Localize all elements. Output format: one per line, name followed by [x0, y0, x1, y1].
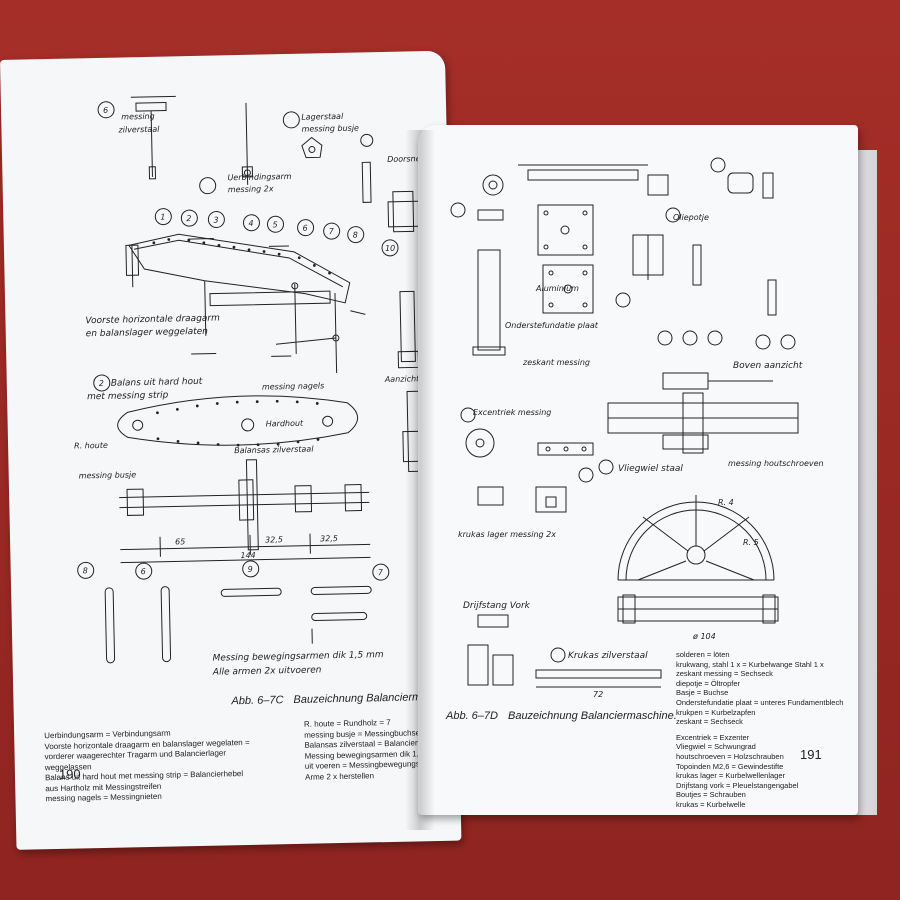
label-excentriek: Excentriek messing — [473, 408, 551, 417]
label-bewegingsarmen-1: Messing bewegingsarmen dik 1,5 mm — [212, 650, 383, 664]
right-technical-drawing: Aluminium Onderstefundatie plaat Oliepot… — [450, 157, 824, 699]
glossary-line: Basje = Buchse — [676, 688, 729, 698]
label-messing-houtschroeven: messing houtschroeven — [728, 459, 824, 468]
label-doorsnede: Doorsnede A-A — [387, 154, 447, 164]
right-caption-label: Abb. 6–7D — [446, 710, 498, 722]
left-caption-label: Abb. 6–7C — [231, 694, 284, 708]
dim-r4: R. 4 — [718, 498, 734, 507]
label-draagarm-2: en balanslager weggelaten — [86, 327, 209, 340]
book-gutter — [405, 130, 435, 830]
label-onderstefundatie: Onderstefundatie plaat — [505, 321, 599, 330]
part-number: 4 — [248, 219, 253, 228]
right-figure-caption: Abb. 6–7D Bauzeichnung Balanciermaschine. — [446, 710, 677, 722]
dim-32-5-b: 32,5 — [320, 534, 338, 543]
glossary-line: krukas = Kurbelwelle — [676, 799, 746, 809]
label-balans-1: Balans uit hard hout — [111, 377, 203, 389]
label-messing-busje-2: messing busje — [79, 470, 137, 480]
dim-32-5-a: 32,5 — [265, 535, 283, 544]
label-balans-2: met messing strip — [87, 391, 169, 403]
glossary-line: krukwang, stahl 1 x = Kurbelwange Stahl … — [676, 659, 824, 669]
left-page-number: 190 — [58, 766, 81, 782]
label-vliegwiel: Vliegwiel staal — [618, 464, 683, 474]
part-number: 2 — [186, 214, 191, 223]
label-r-houte: R. houte — [74, 441, 108, 451]
glossary-line: krukpen = Kurbelzapfen — [676, 707, 756, 717]
part-number: 6 — [103, 106, 108, 115]
part-number: 8 — [353, 231, 358, 240]
glossary-line: Topoinden M2,6 = Gewindestifte — [676, 761, 784, 771]
glossary-line: diepotje = Öltropfer — [676, 678, 740, 688]
dim-104: ø 104 — [692, 632, 716, 641]
label-bewegingsarmen-2: Alle armen 2x uitvoeren — [212, 665, 322, 677]
glossary-line: Onderstefundatie plaat = unteres Fundame… — [676, 697, 844, 707]
part-number: 6 — [141, 567, 146, 576]
label-oliepotje: Oliepotje — [673, 213, 709, 222]
label-hardhout: Hardhout — [266, 419, 305, 429]
dim-72: 72 — [593, 690, 603, 699]
label-messing-nagels: messing nagels — [262, 381, 325, 391]
label-drijfstang: Drijfstang Vork — [463, 601, 531, 611]
part-number: 8 — [83, 566, 88, 575]
label-zeskant: zeskant messing — [522, 358, 590, 367]
glossary-line: zeskant = Sechseck — [676, 717, 743, 727]
part-number: 3 — [213, 215, 218, 224]
part-number: 9 — [248, 565, 253, 574]
left-glossary-col1: Uerbindungsarm = Verbindungsarm Voorste … — [44, 726, 295, 805]
label-lagerstaal: Lagerstaal — [301, 112, 344, 122]
part-number: 1 — [160, 213, 165, 222]
glossary-line: Vliegwiel = Schwungrad — [676, 742, 756, 752]
dim-144: 144 — [240, 551, 255, 560]
label-balansas: Balansas zilverstaal — [234, 445, 314, 456]
label-boven-aanzicht: Boven aanzicht — [733, 361, 803, 371]
label-aluminium: Aluminium — [535, 284, 579, 293]
glossary-line: Drijfstang vork = Pleuelstangengabel — [676, 780, 799, 790]
part-number: 5 — [272, 220, 277, 229]
glossary-line: solderen = löten — [676, 650, 730, 659]
label-zilverstaal: zilverstaal — [117, 125, 160, 135]
glossary-line: krukas lager = Kurbelwellenlager — [676, 771, 786, 781]
dim-r5: R. 5 — [743, 538, 759, 547]
part-number: 6 — [302, 224, 307, 233]
glossary-line: Boutjes = Schrauben — [676, 790, 746, 800]
label-verbindingsarm: Uerbindingsarm — [227, 172, 291, 182]
right-glossary: solderen = löten krukwang, stahl 1 x = K… — [676, 650, 858, 810]
label-krukas-lager: krukas lager messing 2x — [458, 530, 556, 539]
right-page: Aluminium Onderstefundatie plaat Oliepot… — [418, 125, 858, 815]
right-page-number: 191 — [800, 747, 822, 762]
label-krukas: Krukas zilverstaal — [568, 651, 648, 661]
right-caption-title: Bauzeichnung Balanciermaschine. — [507, 710, 677, 722]
label-messing-busje: messing busje — [301, 123, 359, 133]
glossary-line: Excentriek = Exzenter — [676, 732, 750, 742]
part-number: 2 — [99, 379, 104, 388]
part-number-circle — [97, 101, 115, 119]
part-number: 10 — [385, 244, 395, 253]
left-page: messing zilverstaal Uerbindingsarm messi… — [0, 50, 462, 850]
part-number: 7 — [378, 568, 384, 577]
label-messing-2x: messing 2x — [228, 184, 274, 194]
dim-65: 65 — [175, 537, 185, 546]
glossary-line: houtschroeven = Holzschrauben — [676, 751, 784, 761]
part-number: 7 — [329, 227, 335, 236]
label-draagarm-1: Voorste horizontale draagarm — [85, 313, 220, 326]
glossary-line: zeskant messing = Sechseck — [676, 669, 773, 679]
label-messing: messing — [121, 112, 155, 122]
